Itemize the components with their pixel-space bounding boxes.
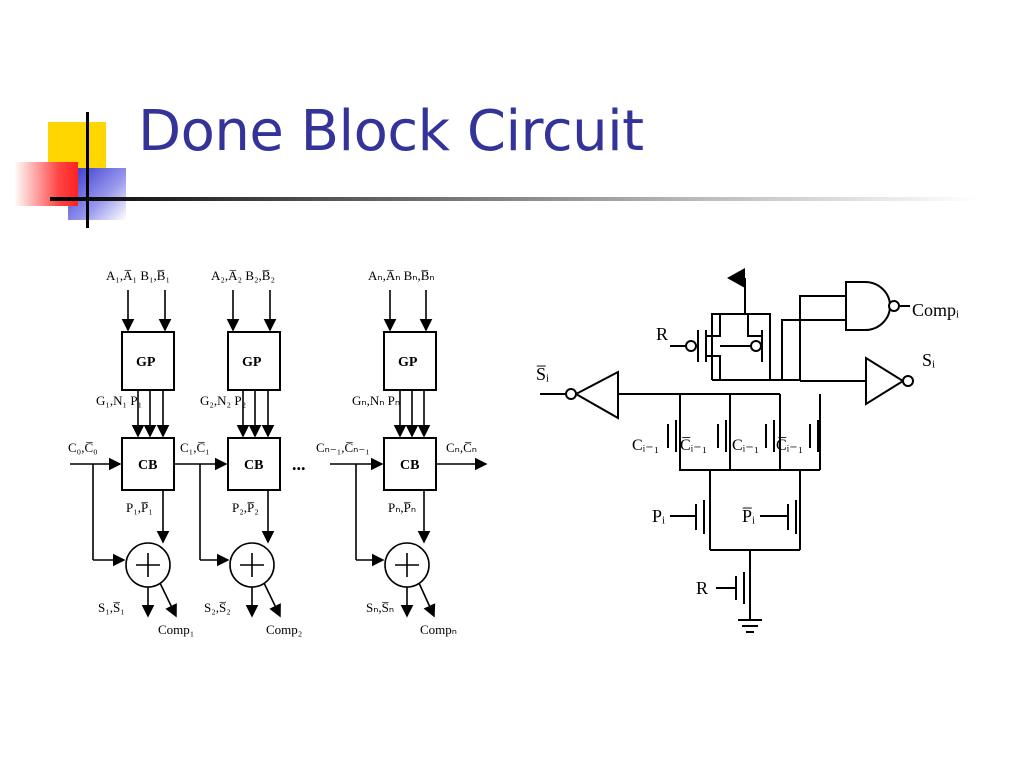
stage2-carry-in: C₁,C̅₁	[180, 440, 210, 455]
stage1-cb-label: CB	[138, 458, 157, 473]
s-output-label: Sᵢ	[922, 350, 935, 370]
stagen-cb-out: Pₙ,P̅ₙ	[388, 500, 416, 515]
comp-output-label: Compᵢ	[912, 300, 959, 320]
stage1-sum: S₁,S̅₁	[98, 600, 125, 615]
c-label-1: Cᵢ₋₁	[632, 437, 659, 454]
title-rule	[50, 197, 980, 201]
s-bar-input-label: S̅ᵢ	[536, 364, 549, 384]
stage1-inputs: A₁,A̅₁ B₁,B̅₁	[106, 268, 170, 283]
stage1-comp: Comp₁	[158, 622, 194, 637]
stage1-gp-out: G₁,N₁ P₁	[96, 393, 142, 408]
slide-title: Done Block Circuit	[138, 99, 644, 164]
r-bottom-label: R	[696, 578, 708, 598]
done-transistor-circuit: R S̅ᵢ Sᵢ Compᵢ Cᵢ₋₁ C̅ᵢ₋₁ Cᵢ₋₁ C̅ᵢ₋₁ Pᵢ …	[536, 268, 959, 633]
stage1-carry-in: C₀,C̅₀	[68, 440, 98, 455]
stage1-gp-label: GP	[136, 355, 156, 370]
c-label-2: C̅ᵢ₋₁	[680, 436, 707, 454]
deco-vertical-line	[86, 112, 89, 228]
stage2-sum: S₂,S̅₂	[204, 600, 231, 615]
stage2-gp-label: GP	[242, 355, 262, 370]
stagen-cb-label: CB	[400, 458, 419, 473]
stagen-inputs: Aₙ,A̅ₙ Bₙ,B̅ₙ	[368, 268, 435, 283]
c-label-4: C̅ᵢ₋₁	[776, 436, 803, 454]
ellipsis: ...	[292, 454, 306, 474]
stagen-carry-out: Cₙ,C̅ₙ	[446, 440, 477, 455]
stagen-carry-in: Cₙ₋₁,C̅ₙ₋₁	[316, 440, 370, 455]
stagen-gp-label: GP	[398, 355, 418, 370]
c-label-3: Cᵢ₋₁	[732, 437, 759, 454]
stagen-sum: Sₙ,S̅ₙ	[366, 600, 394, 615]
r-top-label: R	[656, 324, 668, 344]
stage2-comp: Comp₂	[266, 622, 302, 637]
stage2-cb-label: CB	[244, 458, 263, 473]
stage2-cb-out: P₂,P̅₂	[232, 500, 259, 515]
stagen-comp: Compₙ	[420, 622, 457, 637]
p-label: Pᵢ	[652, 506, 665, 526]
stage1-cb-out: P₁,P̅₁	[126, 500, 153, 515]
adder-block-diagram: A₁,A̅₁ B₁,B̅₁ A₂,A̅₂ B₂,B̅₂ Aₙ,A̅ₙ Bₙ,B̅…	[68, 268, 488, 637]
p-bar-label: P̅ᵢ	[742, 506, 755, 526]
stage2-gp-out: G₂,N₂ P₂	[200, 393, 246, 408]
stage2-inputs: A₂,A̅₂ B₂,B̅₂	[211, 268, 275, 283]
stagen-gp-out: Gₙ,Nₙ Pₙ	[352, 393, 400, 408]
